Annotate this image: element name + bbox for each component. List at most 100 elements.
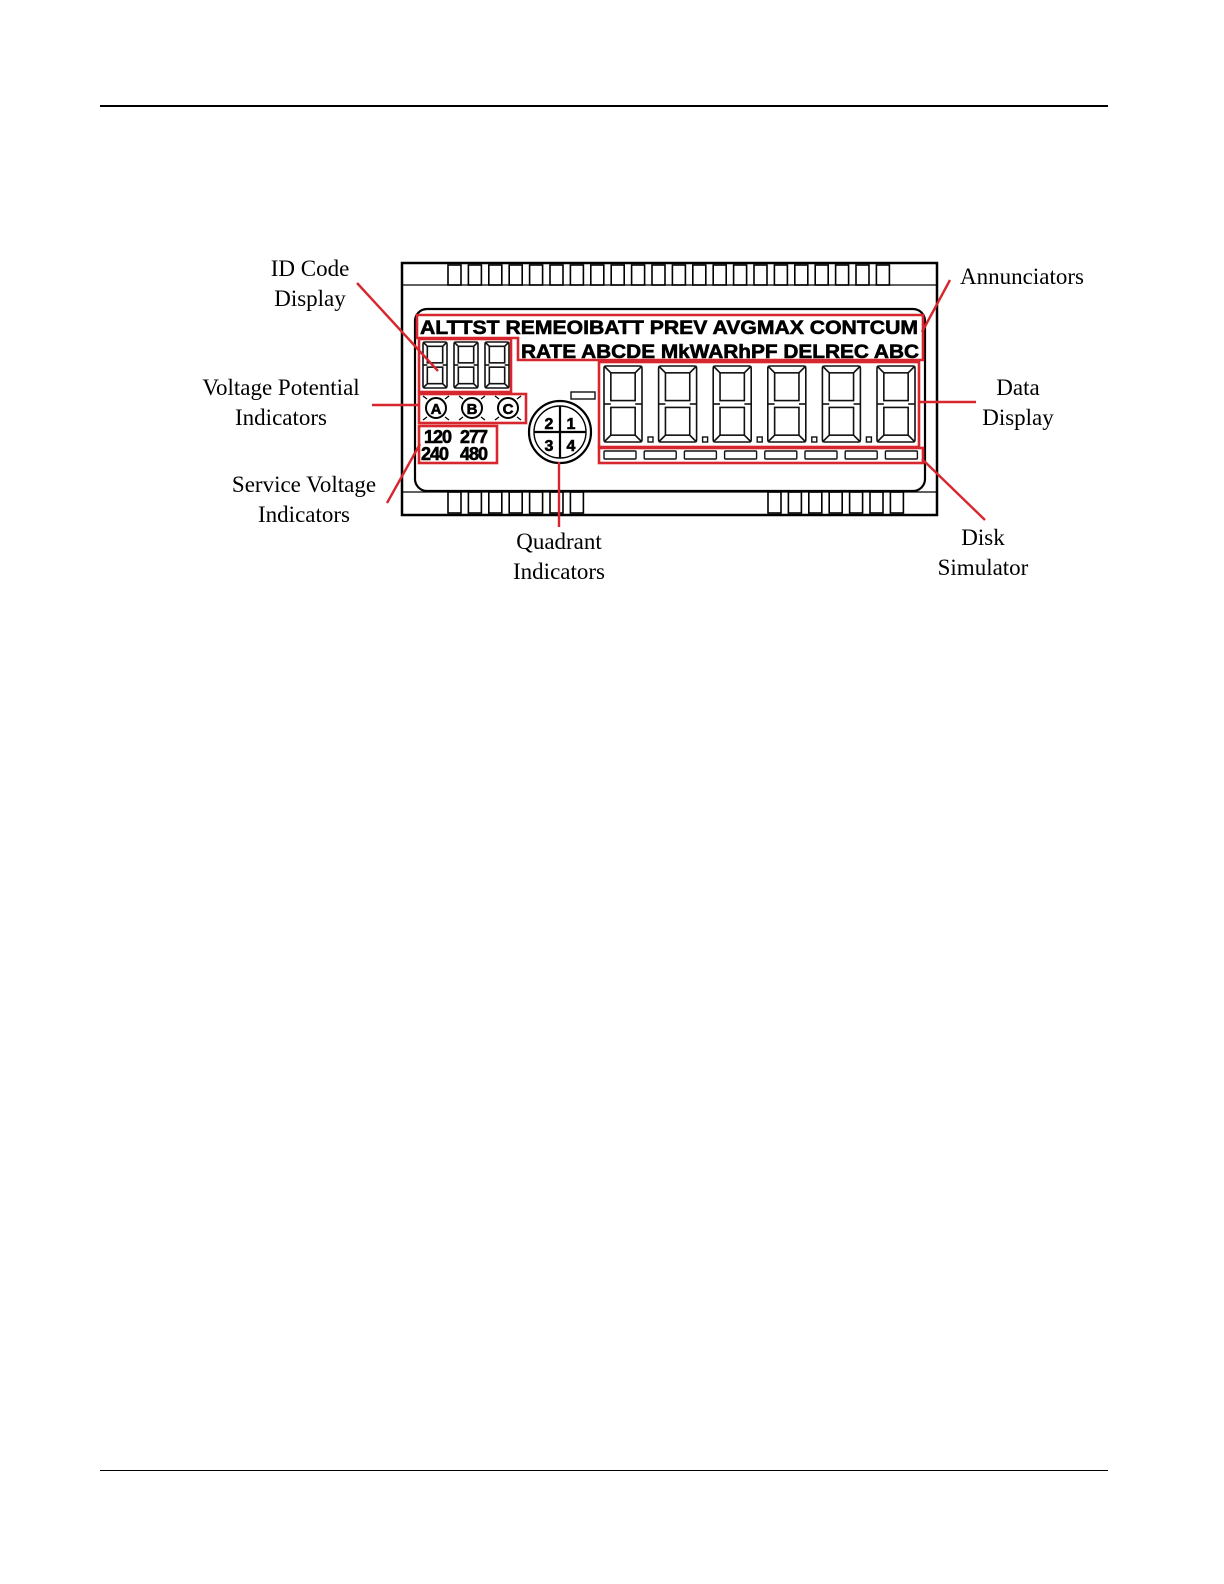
pin-top (754, 265, 767, 285)
leader-disk-simulator (922, 459, 985, 520)
pin-bottom (809, 492, 822, 513)
disk-segment (725, 451, 757, 459)
data-digit (877, 366, 915, 442)
data-digit (713, 366, 751, 442)
service-voltage-highlight (419, 426, 497, 463)
disk-segment (604, 451, 636, 459)
pin-bottom (850, 492, 863, 513)
pin-top (774, 265, 787, 285)
pin-top (652, 265, 665, 285)
voltage-120: 120 (424, 427, 452, 447)
phase-a-indicator: A (426, 398, 446, 418)
phase-c-indicator: C (498, 398, 518, 418)
leader-service-voltage (387, 444, 420, 503)
phase-indicators: A B C (423, 396, 521, 420)
annunciators-highlight (417, 315, 923, 360)
leader-lines (357, 280, 985, 527)
lcd-pins-bottom (402, 492, 937, 513)
pin-top (489, 265, 502, 285)
phase-b-indicator: B (462, 398, 482, 418)
lcd-glass (415, 309, 925, 491)
pin-top (734, 265, 747, 285)
pin-top (713, 265, 726, 285)
decimal-point (757, 437, 762, 442)
leader-annunciators (922, 280, 950, 332)
callout-voltage-potential: Voltage Potential Indicators (190, 373, 372, 433)
callout-disk-simulator: Disk Simulator (928, 523, 1038, 583)
pin-top (570, 265, 583, 285)
pin-bottom (870, 492, 883, 513)
svg-text:C: C (503, 401, 514, 418)
disk-segment (845, 451, 877, 459)
quadrant-2: 2 (545, 416, 554, 433)
svg-text:A: A (431, 401, 442, 418)
id-code-highlight (419, 339, 511, 392)
data-display-highlight (599, 362, 919, 447)
pin-bottom (890, 492, 903, 513)
callout-quadrant: Quadrant Indicators (494, 527, 624, 587)
pin-top (468, 265, 481, 285)
pin-top (836, 265, 849, 285)
voltage-277: 277 (460, 427, 488, 447)
voltage-480: 480 (460, 444, 488, 464)
disk-segment (644, 451, 676, 459)
pin-bottom (570, 492, 583, 513)
pin-top (509, 265, 522, 285)
id-code-digit (423, 342, 447, 388)
pin-bottom (489, 492, 502, 513)
lcd-outer-frame (402, 263, 937, 515)
callout-service-voltage: Service Voltage Indicators (220, 470, 388, 530)
pin-bottom (829, 492, 842, 513)
quadrant-1: 1 (567, 416, 576, 433)
pin-top (530, 265, 543, 285)
pin-top (611, 265, 624, 285)
data-digit (822, 366, 860, 442)
callout-id-code-display: ID Code Display (245, 254, 375, 314)
pin-top (795, 265, 808, 285)
decimal-point (866, 437, 871, 442)
pin-top (448, 265, 461, 285)
decimal-point (648, 437, 653, 442)
pin-top (815, 265, 828, 285)
annunciators-row1: ALTTST REMEOIBATT PREV AVGMAX CONTCUM (420, 317, 918, 339)
decimal-point (703, 437, 708, 442)
pin-bottom (530, 492, 543, 513)
pin-bottom (550, 492, 563, 513)
disk-segment (885, 451, 917, 459)
lcd-pins-top (402, 265, 937, 285)
disk-segment (765, 451, 797, 459)
data-display-digits (604, 366, 915, 442)
data-digit (768, 366, 806, 442)
pin-top (632, 265, 645, 285)
pin-bottom (768, 492, 781, 513)
id-code-digit (454, 342, 478, 388)
pin-top (856, 265, 869, 285)
disk-simulator-highlight (599, 448, 923, 463)
callout-annunciators: Annunciators (950, 262, 1094, 292)
quadrant-indicators: 2 1 3 4 (529, 401, 591, 463)
pin-top (876, 265, 889, 285)
data-digit (659, 366, 697, 442)
annunciators-row2: RATE ABCDE MkWARhPF DELREC ABC (521, 341, 919, 363)
voltage-240: 240 (421, 444, 449, 464)
pin-bottom (509, 492, 522, 513)
disk-segment (805, 451, 837, 459)
pin-top (693, 265, 706, 285)
disk-segment (684, 451, 716, 459)
header-rule (100, 105, 1108, 107)
service-voltage-indicators: 120 277 240 480 (421, 427, 488, 464)
id-code-digits (423, 342, 509, 388)
pin-bottom (788, 492, 801, 513)
footer-rule (100, 1470, 1108, 1471)
pin-top (591, 265, 604, 285)
minus-indicator (571, 392, 595, 399)
pin-bottom (448, 492, 461, 513)
quadrant-4: 4 (567, 438, 576, 455)
pin-top (672, 265, 685, 285)
id-code-digit (485, 342, 509, 388)
disk-simulator-segments (604, 451, 917, 459)
pin-top (550, 265, 563, 285)
quadrant-3: 3 (545, 438, 554, 455)
highlight-boxes (417, 315, 923, 463)
